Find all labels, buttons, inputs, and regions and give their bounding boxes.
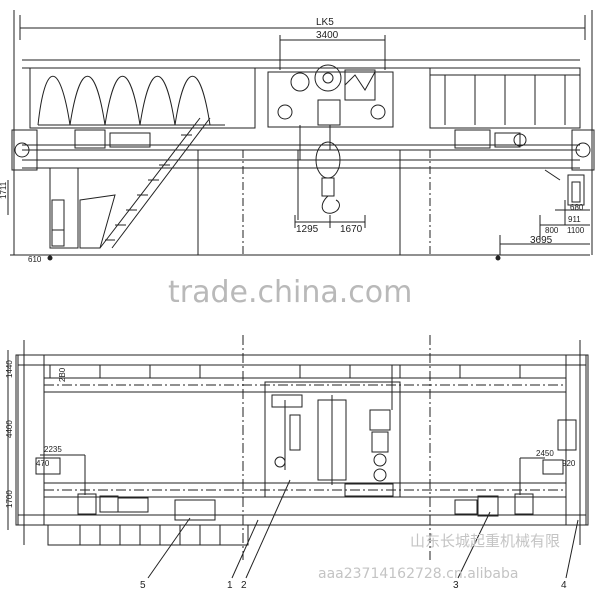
dim-span: LK5 (316, 17, 334, 28)
watermark-code: aaa23714162728.cn.alibaba (318, 566, 518, 582)
dim-plan-right-inner: 2450 (536, 449, 554, 458)
dim-right-5: 680 (570, 203, 584, 212)
dim-plan-left-small: 470 (36, 459, 50, 468)
dim-plan-right-small: 920 (562, 459, 576, 468)
dim-plan-left-mid: 4400 (5, 420, 14, 438)
watermark-center: trade.china.com (168, 275, 412, 310)
dim-plan-left-bot: 1700 (5, 490, 14, 508)
dim-bottom-left: 610 (28, 255, 42, 264)
watermark-company: 山东长城起重机械有限 (410, 532, 560, 550)
plan-dimensions: 1440 4400 1700 2B0 2235 470 2450 920 5 1… (5, 360, 576, 591)
dim-rail-gap: 2B0 (58, 367, 67, 382)
dim-plan-left-inner: 2235 (44, 445, 62, 454)
callout-2: 2 (241, 580, 247, 591)
dim-left-1: 1711 (0, 181, 8, 199)
watermarks: trade.china.com 山东长城起重机械有限 aaa2371416272… (168, 275, 560, 582)
callout-1: 1 (227, 580, 233, 591)
dim-plan-left-top: 1440 (5, 360, 14, 378)
elevation-dimensions: LK5 3400 1295 1670 3695 800 911 1100 680… (0, 17, 585, 264)
dim-right-2: 800 (545, 226, 559, 235)
dim-hook-left: 1295 (296, 224, 319, 235)
callout-5: 5 (140, 580, 146, 591)
dim-right-3: 911 (568, 215, 581, 224)
dim-right-4: 1100 (567, 226, 585, 235)
callout-3: 3 (453, 580, 459, 591)
elevation-view (7, 10, 595, 261)
dim-trolley-width: 3400 (316, 30, 339, 41)
plan-view (7, 335, 589, 579)
dim-hook-right: 1670 (340, 224, 363, 235)
callout-4: 4 (561, 580, 567, 591)
dim-right-1: 3695 (530, 235, 553, 246)
